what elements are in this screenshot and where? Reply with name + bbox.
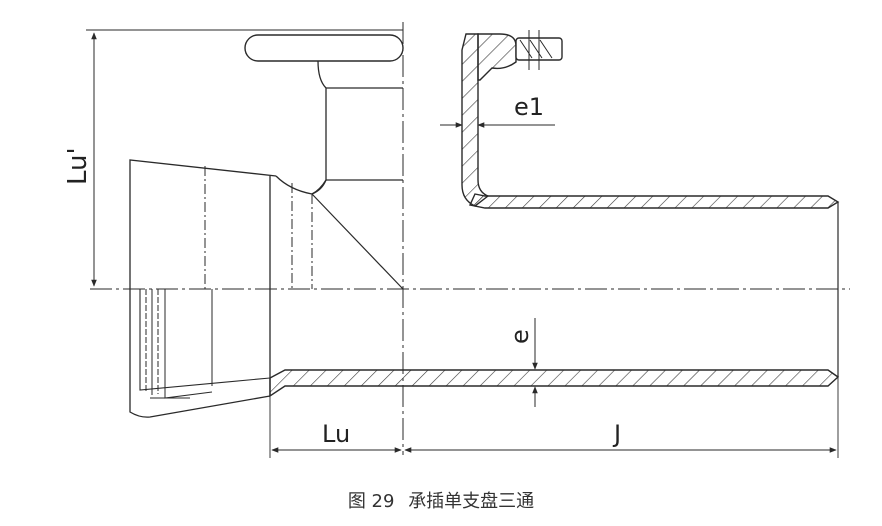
dimension-e-label: e [506,329,534,344]
dimension-j-label: J [612,420,621,448]
flange-outline-left [244,34,404,62]
dimension-e1-label: e1 [514,93,544,121]
run-bottom-wall-section [269,369,840,398]
figure-title: 承插单支盘三通 [408,491,535,512]
run-top-wall-section [468,193,840,209]
intersection-line [311,193,404,290]
socket-outline [129,159,277,418]
dimension-lu-prime-label: Lu' [63,147,93,185]
figure-number: 图 29 [347,491,395,512]
dimension-lu-label: Lu [322,420,350,448]
branch-body-left [311,60,327,195]
figure-caption: 图 29 承插单支盘三通 [0,487,882,513]
branch-flange-section [477,33,517,81]
branch-wall-section [461,33,490,207]
